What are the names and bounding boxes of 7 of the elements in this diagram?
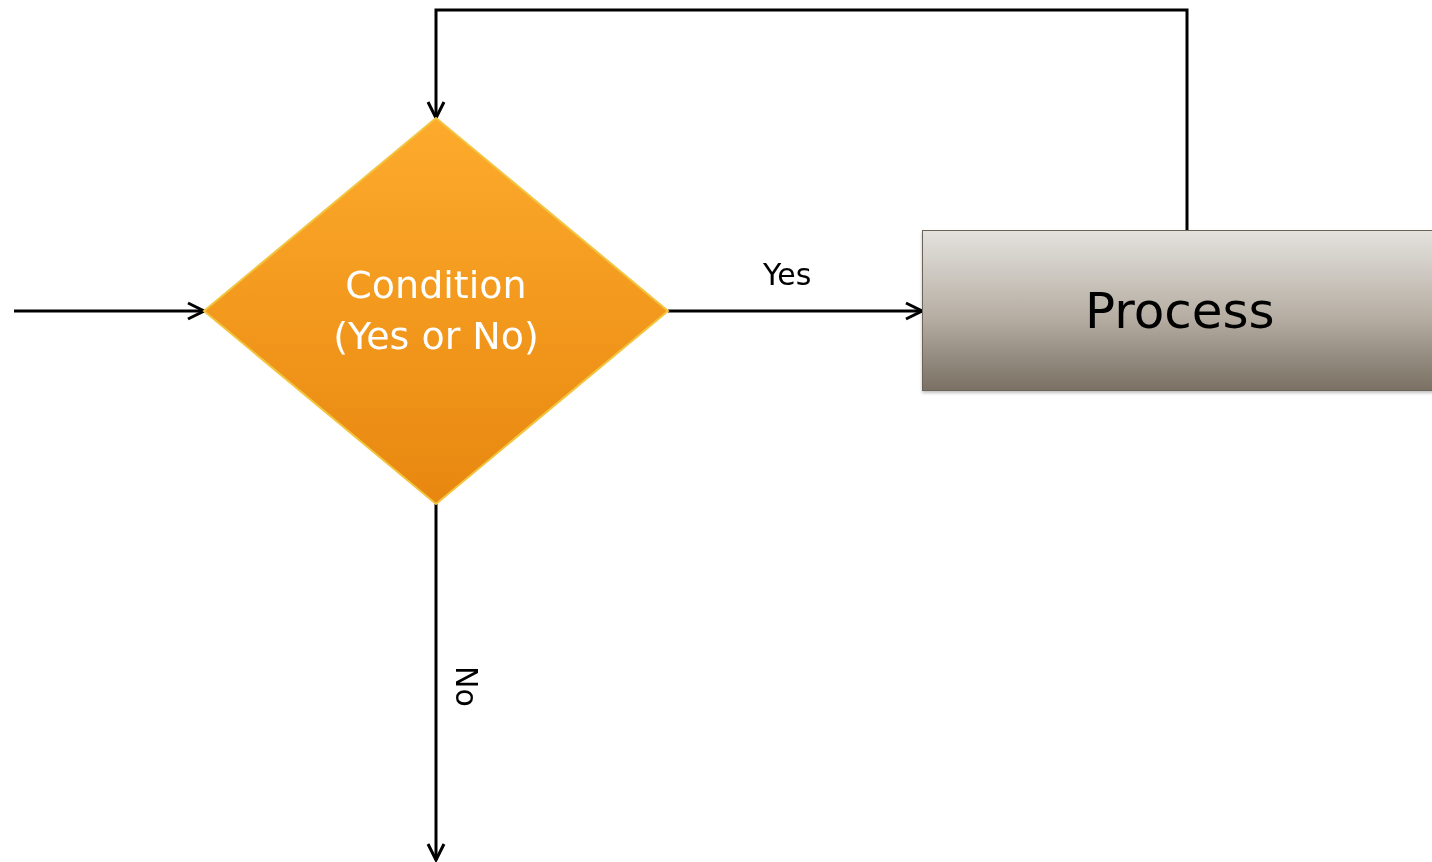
arrow: [426, 504, 446, 862]
arrow: [14, 301, 206, 321]
process-text: Process: [1085, 281, 1275, 340]
arrow: [668, 301, 924, 321]
arrow: [426, 8, 1189, 230]
process-box: [922, 230, 1432, 391]
condition-text: Condition (Yes or No): [332, 261, 540, 360]
